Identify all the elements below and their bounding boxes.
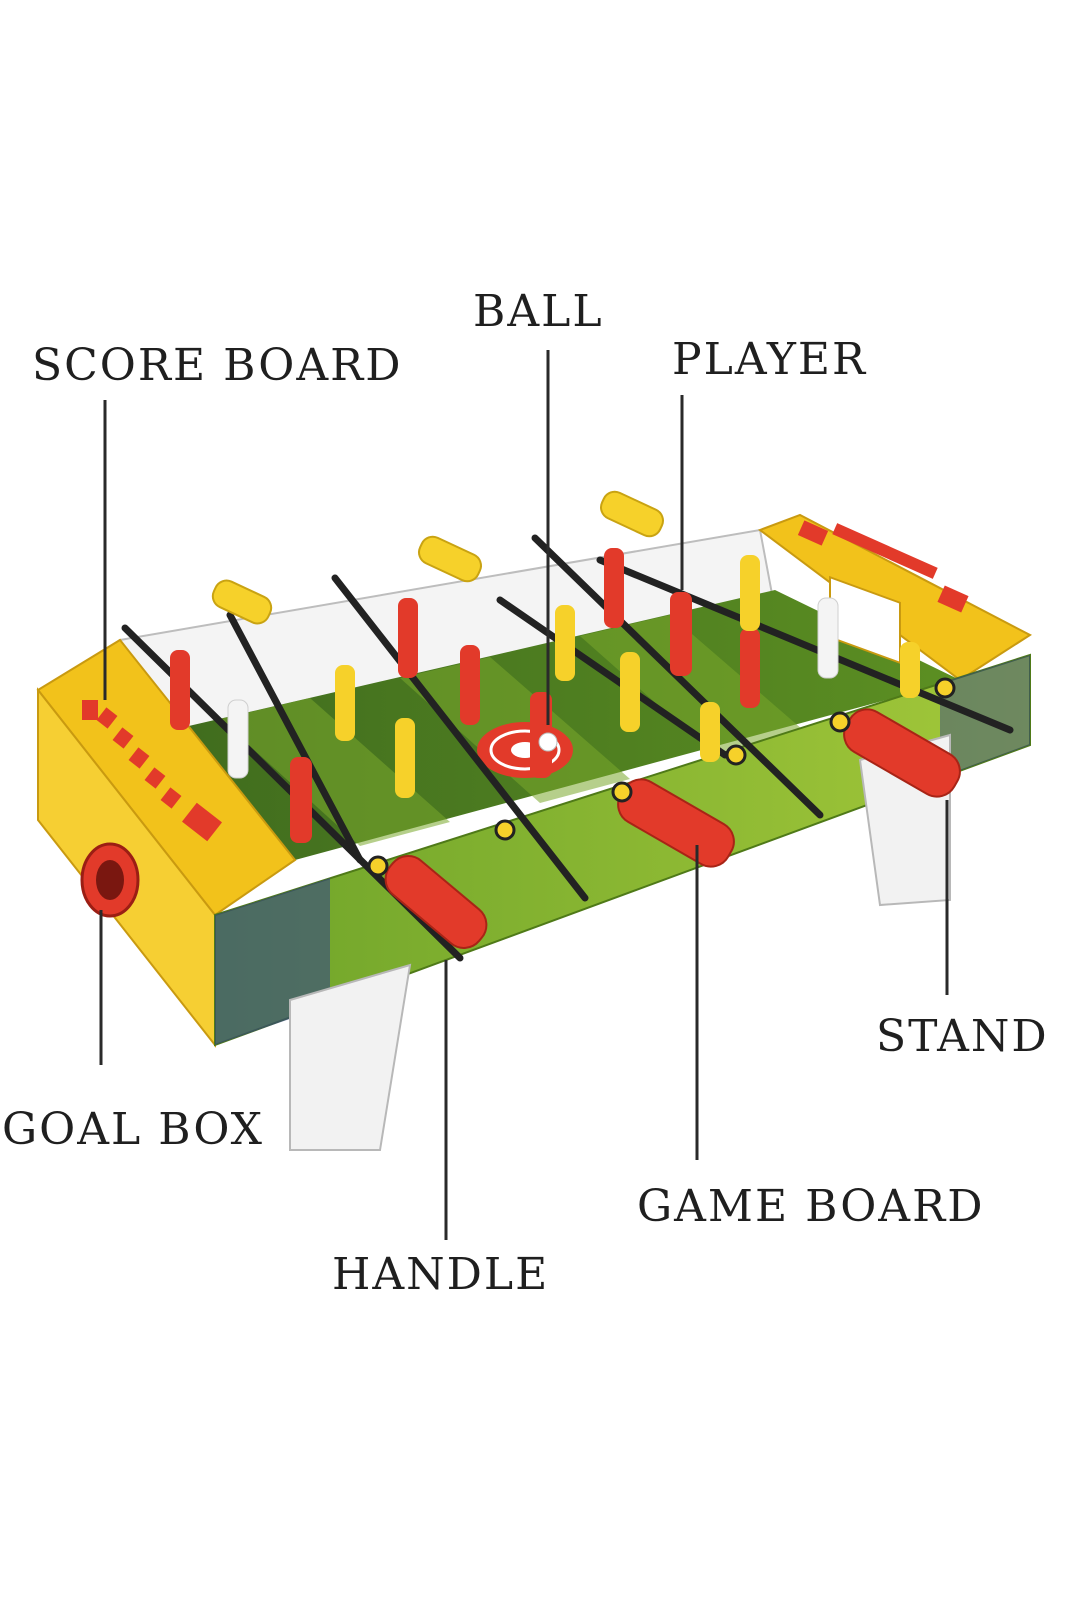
label-score-board: SCORE BOARD: [32, 340, 403, 391]
label-goal-box: GOAL BOX: [2, 1104, 264, 1155]
rod-bushings: [367, 677, 956, 877]
center-circle: [477, 722, 573, 778]
ball: [538, 732, 558, 752]
label-player: PLAYER: [672, 334, 868, 385]
score-board-left: [82, 700, 222, 842]
red-handles: [384, 708, 961, 949]
yellow-handles: [211, 490, 664, 625]
leader-lines: [99, 350, 949, 1240]
label-game-board: GAME BOARD: [637, 1181, 985, 1232]
label-handle: HANDLE: [332, 1249, 550, 1300]
label-stand: STAND: [876, 1011, 1049, 1062]
stand-leg-front-left: [289, 963, 412, 1151]
label-ball: BALL: [473, 286, 604, 337]
score-board-right: [797, 520, 969, 613]
